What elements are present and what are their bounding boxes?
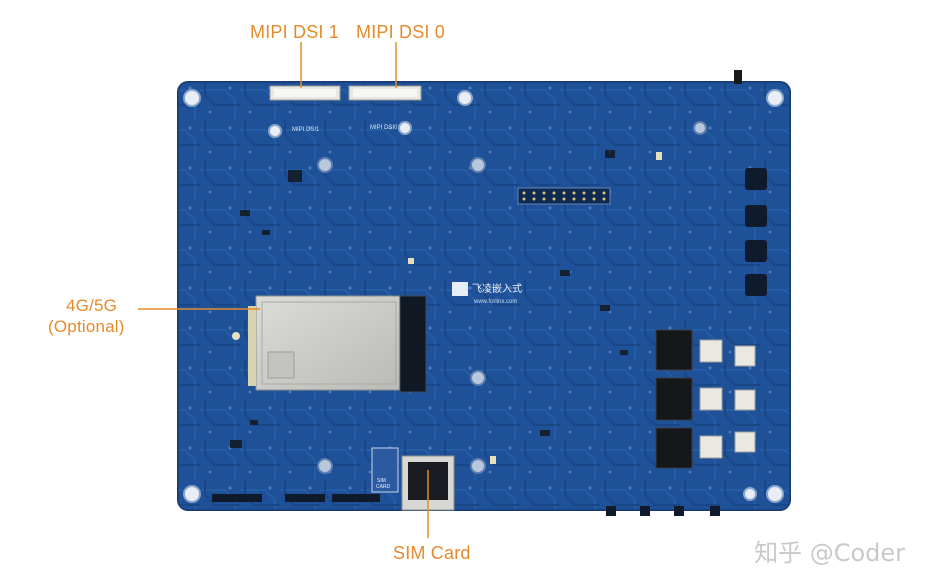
label-mipi-dsi-0: MIPI DSI 0 — [356, 22, 446, 42]
silk-dsi0: MIPI DSI0 — [370, 125, 398, 131]
brand-logo: 飞凌嵌入式 www.forlinx.com — [452, 282, 522, 305]
silk-dsi1: MIPI DSI1 — [292, 127, 320, 133]
svg-text:飞凌嵌入式: 飞凌嵌入式 — [472, 282, 522, 295]
mipi-dsi-1-connector — [269, 85, 341, 101]
pin-header — [517, 187, 611, 205]
svg-text:www.forlinx.com: www.forlinx.com — [473, 299, 517, 305]
label-optional: (Optional) — [48, 317, 125, 336]
watermark-text: 知乎 @Coder — [754, 539, 905, 567]
label-mipi-dsi-1: MIPI DSI 1 — [250, 22, 340, 42]
svg-text:CARD: CARD — [376, 484, 391, 490]
ethernet-transformers — [655, 329, 693, 469]
modem-shield — [255, 295, 403, 391]
svg-text:SIM: SIM — [377, 478, 386, 484]
pcb-board — [177, 81, 791, 511]
m2-slot — [399, 295, 427, 393]
mipi-dsi-0-connector — [348, 85, 422, 101]
label-4g-5g: 4G/5G — [66, 296, 118, 315]
label-sim-card: SIM Card — [393, 543, 471, 563]
mounting-holes — [183, 89, 784, 503]
